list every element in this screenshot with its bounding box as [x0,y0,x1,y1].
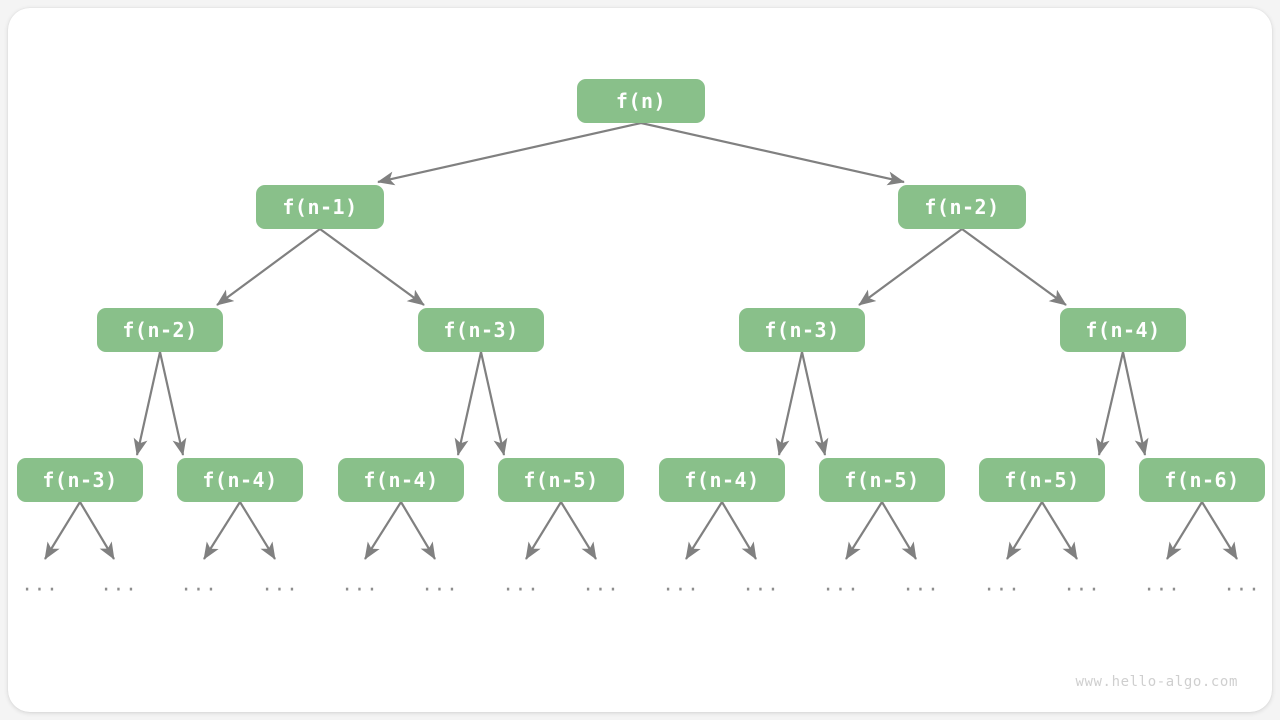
tree-node-n3: f(n-2) [97,308,223,352]
ellipsis-marker: ... [180,573,218,596]
tree-edge-stub [881,501,917,560]
ellipsis-marker: ... [502,573,540,596]
ellipsis-marker: ... [1223,573,1261,596]
ellipsis-marker: ... [100,573,138,596]
tree-edge-stub [845,501,883,560]
tree-edge [1121,351,1149,456]
tree-node-n2: f(n-2) [898,185,1026,229]
tree-node-n5: f(n-3) [739,308,865,352]
ellipsis-marker: ... [983,573,1021,596]
ellipsis-marker: ... [582,573,620,596]
tree-edge-stub [685,501,723,560]
watermark: www.hello-algo.com [1075,674,1238,690]
tree-node-n13: f(n-5) [979,458,1105,502]
ellipsis-marker: ... [1143,573,1181,596]
leaf-stub-edge-layer [44,501,1238,560]
tree-edge-stub [79,501,115,560]
tree-node-n11: f(n-4) [659,458,785,502]
tree-node-n14: f(n-6) [1139,458,1265,502]
ellipsis-marker: ... [21,573,59,596]
tree-edge-stub [1041,501,1078,560]
tree-node-n9: f(n-4) [338,458,464,502]
tree-edge-stub [239,501,276,560]
tree-edge [858,228,963,306]
tree-edge [216,228,321,306]
tree-node-n10: f(n-5) [498,458,624,502]
edge-layer [133,121,1149,456]
diagram-card [8,8,1272,712]
tree-edge-stub [525,501,562,560]
ellipsis-marker: ... [341,573,379,596]
tree-edge-stub [1006,501,1043,560]
tree-edge-stub [1201,501,1238,560]
tree-edge-stub [203,501,241,560]
tree-edge [454,351,483,456]
ellipsis-marker: ... [1063,573,1101,596]
tree-edge-stub [1166,501,1203,560]
ellipsis-marker: ... [902,573,940,596]
tree-edge [158,351,187,456]
tree-edge [961,228,1067,306]
tree-edge [640,121,905,186]
ellipsis-marker: ... [421,573,459,596]
tree-edge [800,351,829,456]
ellipsis-marker: ... [742,573,780,596]
ellipsis-marker: ... [662,573,700,596]
tree-node-n6: f(n-4) [1060,308,1186,352]
tree-edge-stub [44,501,81,560]
tree-node-n8: f(n-4) [177,458,303,502]
tree-edge [319,228,425,306]
tree-edge [377,121,642,186]
tree-edge [1095,351,1125,456]
tree-node-n0: f(n) [577,79,705,123]
tree-edge [133,351,162,456]
tree-edge [775,351,804,456]
tree-node-n1: f(n-1) [256,185,384,229]
tree-edge-stub [364,501,402,560]
tree-node-n12: f(n-5) [819,458,945,502]
ellipsis-marker: ... [261,573,299,596]
tree-edge-stub [721,501,757,560]
tree-node-n4: f(n-3) [418,308,544,352]
ellipsis-marker: ... [822,573,860,596]
tree-node-n7: f(n-3) [17,458,143,502]
tree-edge-stub [400,501,436,560]
tree-edge [479,351,508,456]
tree-edge-stub [560,501,597,560]
